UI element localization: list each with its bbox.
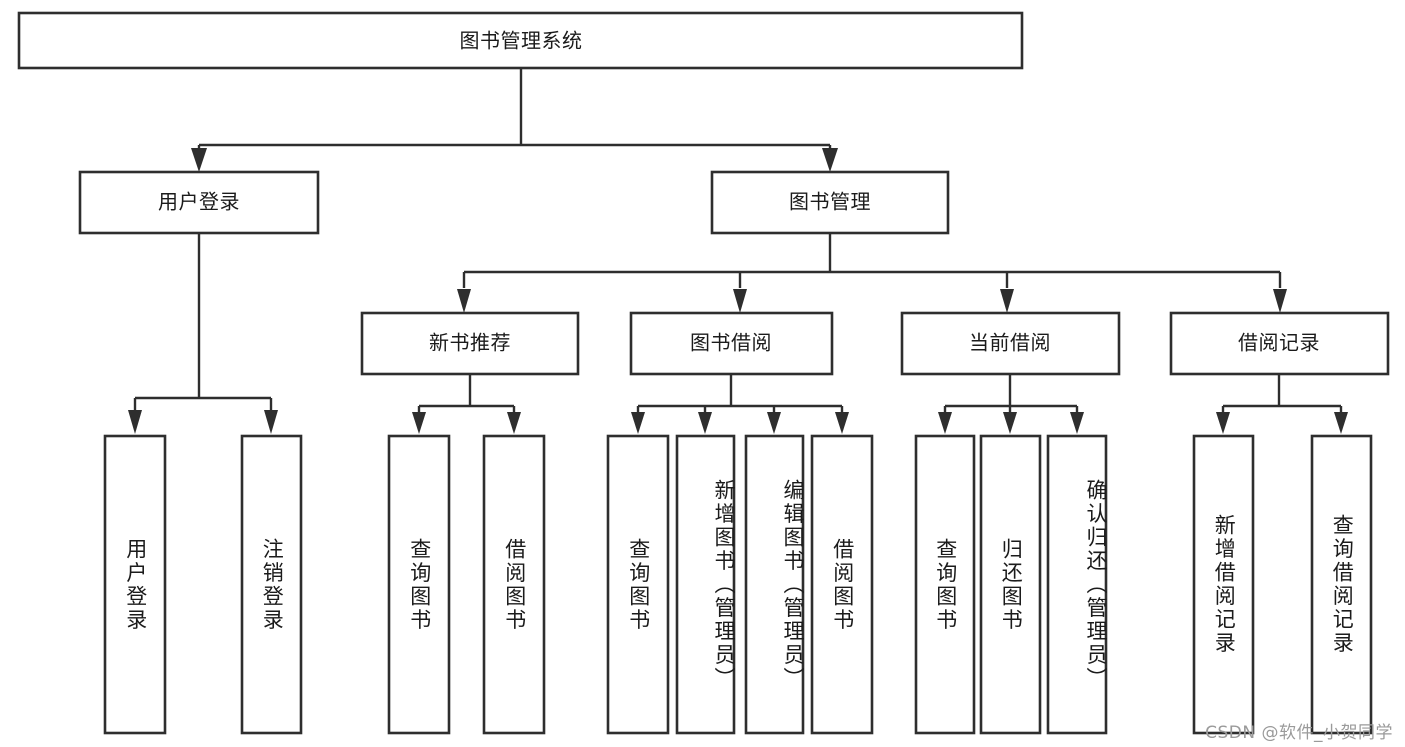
arrow-head-leaf-query-book-2 [631,412,645,434]
node-box-leaf-return-book[interactable] [979,434,1042,735]
arrow-head-leaf-confirm-return [1070,412,1084,434]
node-box-record[interactable] [1169,311,1390,376]
node-box-leaf-user-login[interactable] [103,434,167,735]
node-box-leaf-borrow-book-1[interactable] [482,434,546,735]
node-box-leaf-confirm-return[interactable] [1046,434,1108,735]
arrow-head-leaf-query-book-3 [938,412,952,434]
csdn-watermark: CSDN @软件_小贺同学 [1205,723,1393,743]
arrow-head-leaf-borrow-book-1 [507,412,521,434]
node-box-root[interactable] [17,11,1024,70]
arrow-head-record [1273,289,1287,313]
node-label-newbook: 新书推荐 [429,331,511,355]
node-box-leaf-query-book-2[interactable] [606,434,670,735]
node-label-root: 图书管理系统 [460,29,583,53]
arrow-head-leaf-user-logout [264,410,278,434]
arrow-head-leaf-query-book-1 [412,412,426,434]
arrow-head-leaf-add-record [1216,412,1230,434]
node-box-leaf-borrow-book-2[interactable] [810,434,874,735]
node-label-record: 借阅记录 [1238,331,1320,355]
node-box-leaf-edit-book[interactable] [744,434,805,735]
arrow-head-newbook [457,289,471,313]
arrow-head-leaf-return-book [1003,412,1017,434]
node-box-borrow[interactable] [629,311,834,376]
node-box-leaf-query-book-1[interactable] [387,434,451,735]
node-box-leaf-query-book-3[interactable] [914,434,976,735]
arrow-head-login [191,148,207,172]
node-label-bookmgmt: 图书管理 [789,190,871,214]
connector-group-login [128,233,278,434]
node-label-current: 当前借阅 [969,331,1051,355]
connector-group-bookmgmt [457,233,1287,313]
arrow-head-leaf-query-record [1334,412,1348,434]
arrow-head-leaf-borrow-book-2 [835,412,849,434]
node-box-leaf-query-record[interactable] [1310,434,1373,735]
node-box-current[interactable] [900,311,1121,376]
connector-group-current [938,374,1084,434]
node-box-login[interactable] [78,170,320,235]
connector-group-record [1216,374,1348,434]
arrow-head-leaf-edit-book [767,412,781,434]
connector-group-newbook [412,374,521,434]
arrow-head-current [1000,289,1014,313]
arrow-head-bookmgmt [822,148,838,172]
arrow-head-leaf-add-book [698,412,712,434]
arrow-head-leaf-user-login [128,410,142,434]
node-label-borrow: 图书借阅 [690,331,772,355]
node-box-leaf-add-record[interactable] [1192,434,1255,735]
node-box-bookmgmt[interactable] [710,170,950,235]
node-box-newbook[interactable] [360,311,580,376]
node-label-login: 用户登录 [158,190,240,214]
node-box-leaf-add-book[interactable] [675,434,736,735]
connector-group-borrow [631,374,849,434]
arrow-head-borrow [733,289,747,313]
connector-group-root [191,68,838,172]
node-box-leaf-user-logout[interactable] [240,434,303,735]
